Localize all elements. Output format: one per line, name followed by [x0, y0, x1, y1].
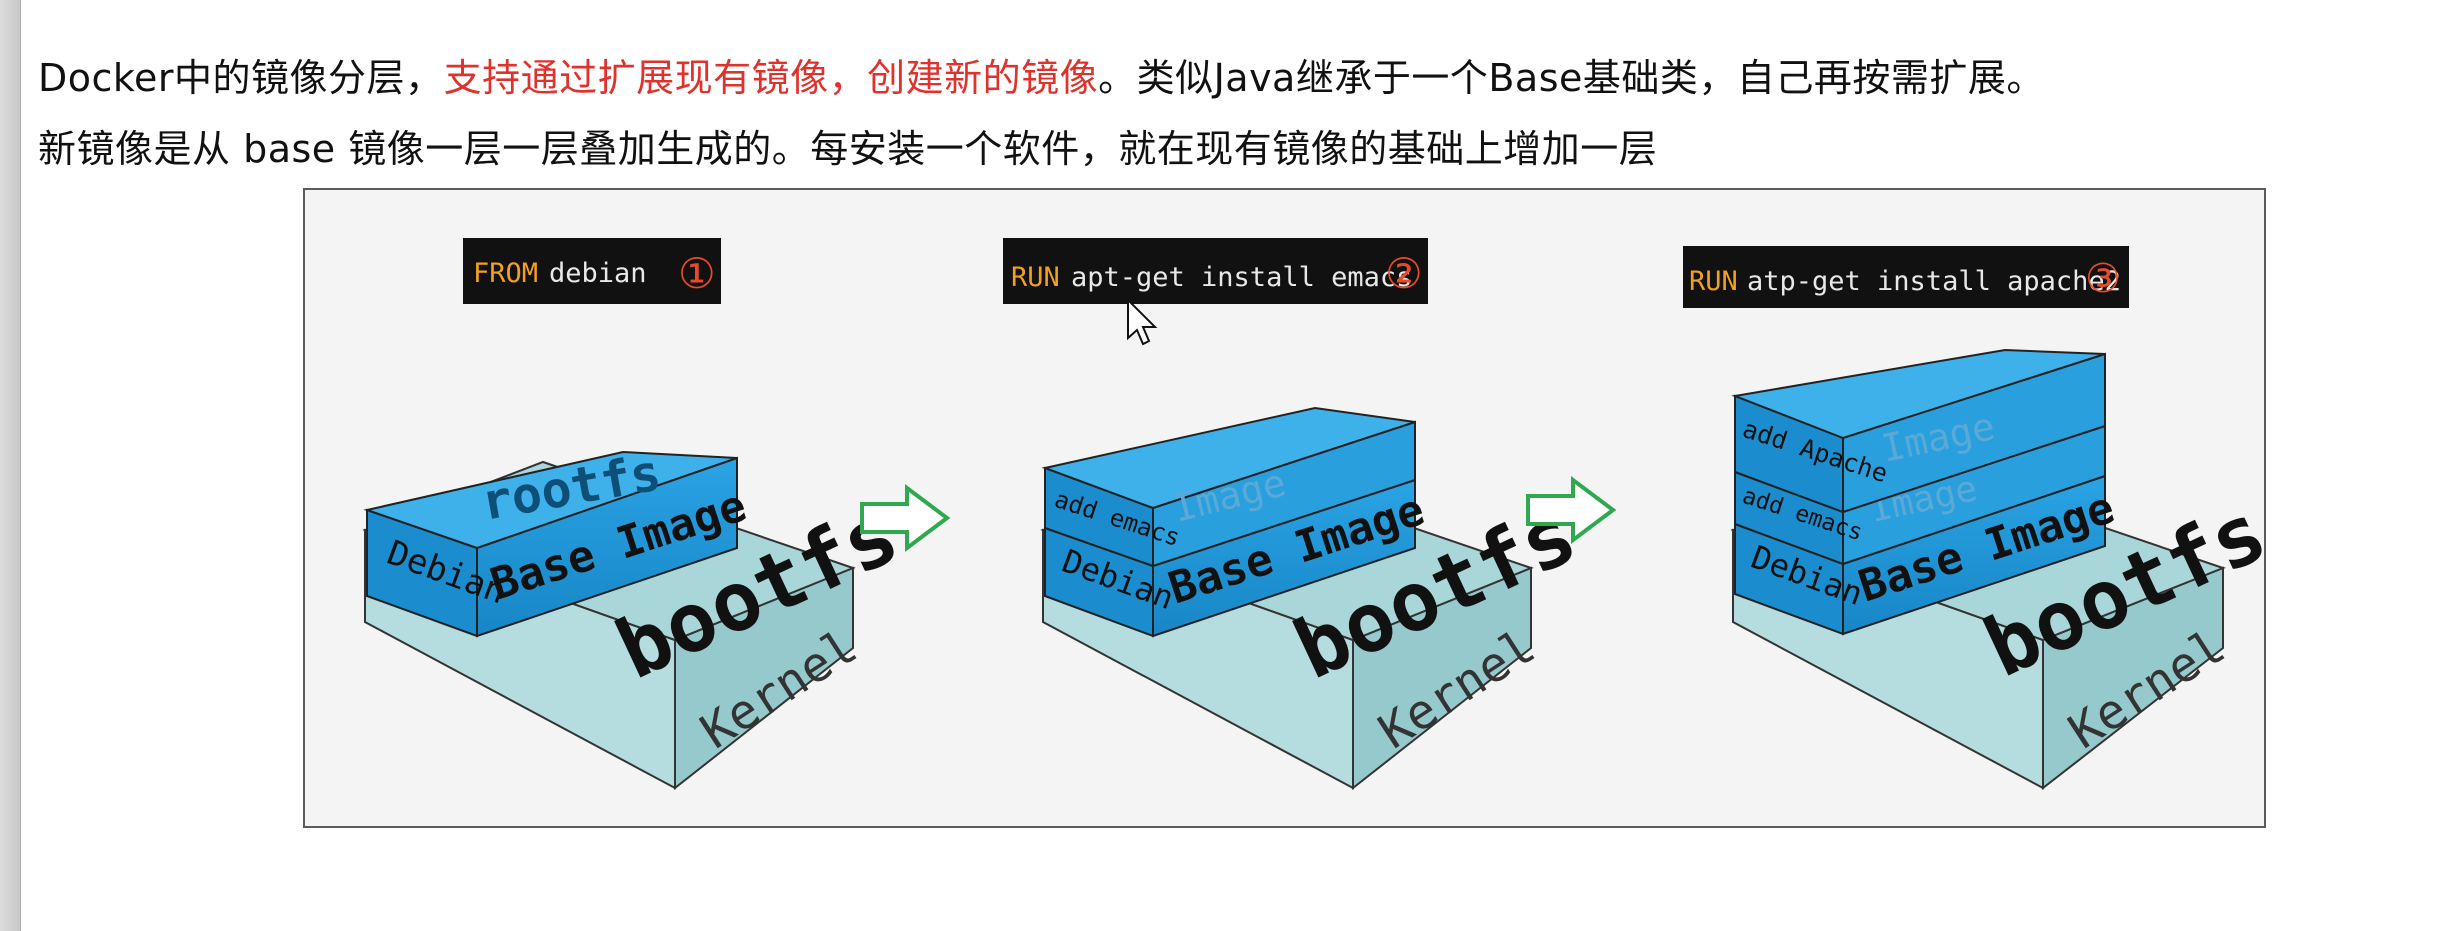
- stack-1-rootfs-top: [363, 450, 738, 550]
- step-2-command-box: RUN apt-get install emacs ②: [1003, 238, 1428, 304]
- step-2-number: ②: [1385, 249, 1423, 298]
- intro-line-1: Docker中的镜像分层，支持通过扩展现有镜像，创建新的镜像。类似Java继承于…: [38, 47, 2045, 102]
- step-1-keyword: FROM: [473, 258, 538, 289]
- step-2-command: apt-get install emacs: [1071, 262, 1412, 293]
- arrow-right-icon: [1526, 476, 1617, 544]
- step-3-number: ③: [2085, 256, 2121, 302]
- step-3-command: atp-get install apache2: [1747, 266, 2121, 297]
- stack-2-emacs-top: [1041, 406, 1416, 510]
- intro-line-1-prefix: Docker中的镜像分层，: [38, 56, 444, 100]
- stack-3: Kernel bootfs Debian Base Image add emac…: [1730, 348, 2268, 791]
- intro-line-1-highlight: 支持通过扩展现有镜像，创建新的镜像: [443, 56, 1099, 100]
- arrow-right-icon: [860, 484, 951, 552]
- docker-layers-diagram: FROM debian ① Kernel bootfs Debian Base …: [303, 188, 2268, 828]
- stack-2: Kernel bootfs Debian Base Image add emac…: [1040, 406, 1590, 791]
- step-1-number: ①: [678, 249, 716, 298]
- mouse-cursor-icon: [1127, 297, 1158, 346]
- step-3-keyword: RUN: [1689, 266, 1738, 297]
- diagram-svg: FROM debian ① Kernel bootfs Debian Base …: [362, 238, 2268, 791]
- intro-line-1-suffix: 。类似Java继承于一个Base基础类，自己再按需扩展。: [1098, 56, 2045, 100]
- step-3-command-box: RUN atp-get install apache2 ③: [1683, 246, 2129, 308]
- step-2-command-bg: [1003, 238, 1428, 304]
- step-1-command-box: FROM debian ①: [463, 238, 721, 304]
- step-1-command: debian: [549, 258, 647, 289]
- window-left-edge: [0, 0, 21, 931]
- stack-1: Kernel bootfs Debian Base Image rootfs: [362, 443, 912, 791]
- step-3-command-bg: [1683, 246, 2129, 308]
- step-1-command-bg: [463, 238, 721, 304]
- step-2-keyword: RUN: [1011, 262, 1060, 293]
- intro-line-2: 新镜像是从 base 镜像一层一层叠加生成的。每安装一个软件，就在现有镜像的基础…: [38, 127, 1658, 171]
- stack-3-apache-top: [1731, 348, 2106, 440]
